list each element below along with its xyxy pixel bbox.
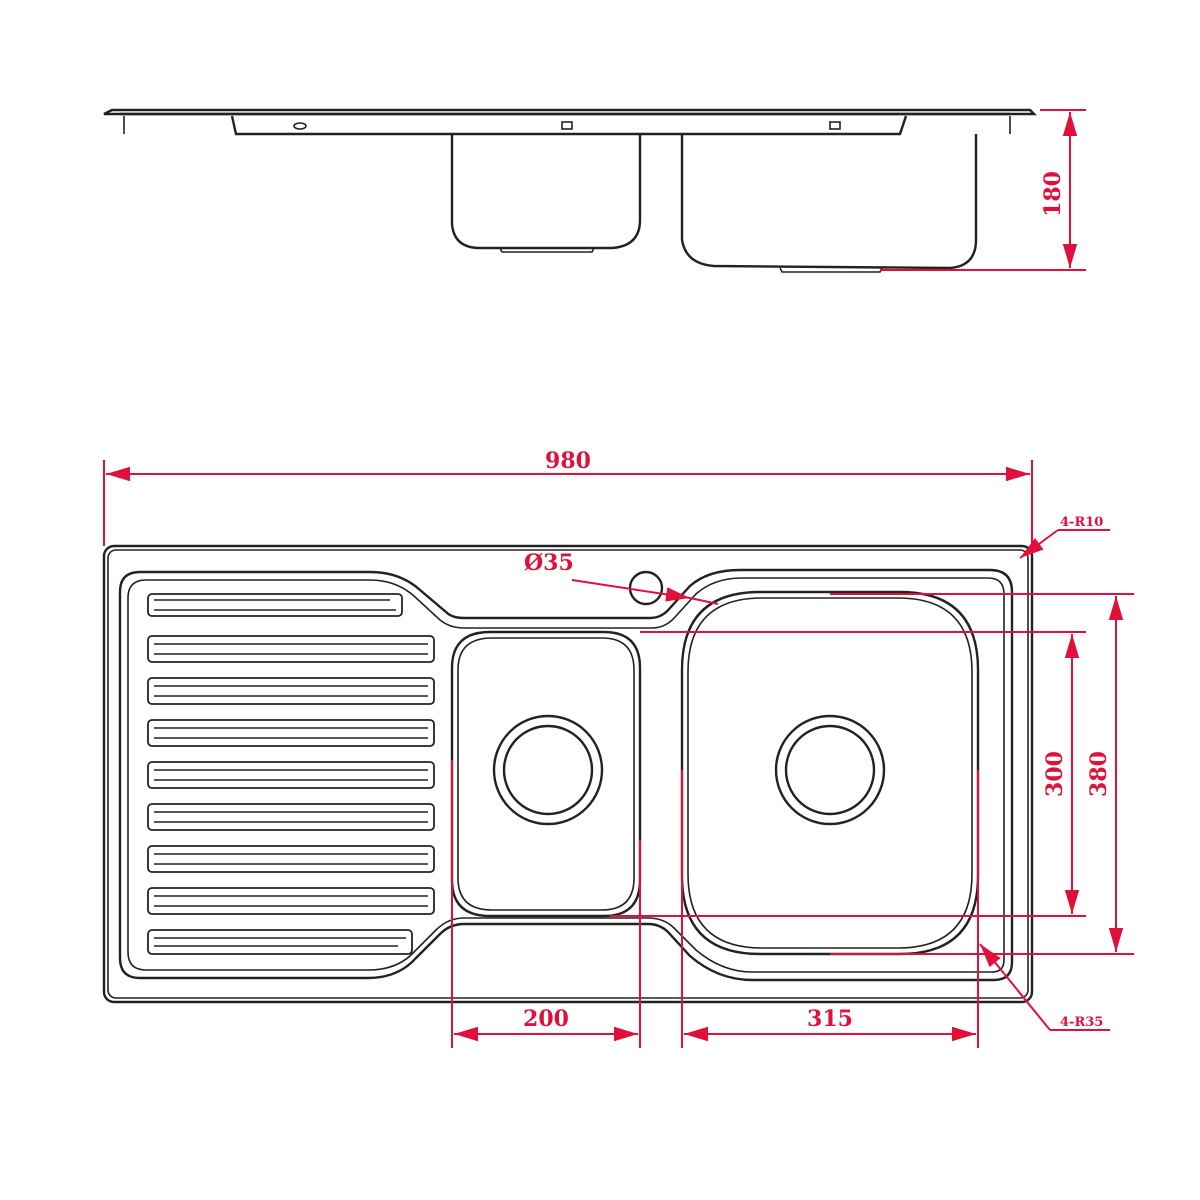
inner-bowl-depth-label: 300 bbox=[1042, 751, 1068, 797]
tap-hole-label: Ø35 bbox=[524, 550, 574, 576]
small-bowl bbox=[450, 630, 642, 918]
overall-width-label: 980 bbox=[545, 448, 591, 474]
depth-dimension: 180 bbox=[880, 109, 1086, 271]
overall-depth-dimension: 380 bbox=[830, 593, 1134, 955]
side-elevation-view: 180 bbox=[103, 108, 1086, 273]
outer-radius-callout: 4-R10 bbox=[1019, 515, 1110, 559]
overall-depth-label: 380 bbox=[1086, 751, 1112, 797]
inner-bowl-depth-dimension: 300 bbox=[610, 631, 1086, 917]
large-bowl-profile bbox=[680, 134, 978, 270]
small-bowl-profile bbox=[450, 134, 642, 250]
large-bowl-width-label: 315 bbox=[807, 1006, 853, 1032]
drainer-grooves bbox=[147, 593, 435, 955]
large-bowl-width-dimension: 315 bbox=[681, 770, 979, 1048]
tap-hole-dimension: Ø35 bbox=[524, 550, 719, 605]
small-bowl-width-label: 200 bbox=[523, 1006, 569, 1032]
bowl-radius-callout: 4-R35 bbox=[979, 943, 1110, 1031]
small-bowl-waste bbox=[492, 714, 604, 826]
plan-view: 980 bbox=[102, 448, 1134, 1048]
bowl-radius-label: 4-R35 bbox=[1060, 1015, 1103, 1030]
depth-label: 180 bbox=[1040, 171, 1066, 217]
sink-outline bbox=[102, 544, 1034, 1004]
overall-width-dimension: 980 bbox=[103, 448, 1033, 546]
outer-radius-label: 4-R10 bbox=[1060, 515, 1103, 530]
drainer-surround bbox=[118, 568, 1014, 982]
large-bowl-waste bbox=[774, 714, 886, 826]
tap-hole bbox=[628, 570, 664, 606]
small-bowl-width-dimension: 200 bbox=[451, 760, 641, 1048]
large-bowl bbox=[680, 590, 980, 956]
